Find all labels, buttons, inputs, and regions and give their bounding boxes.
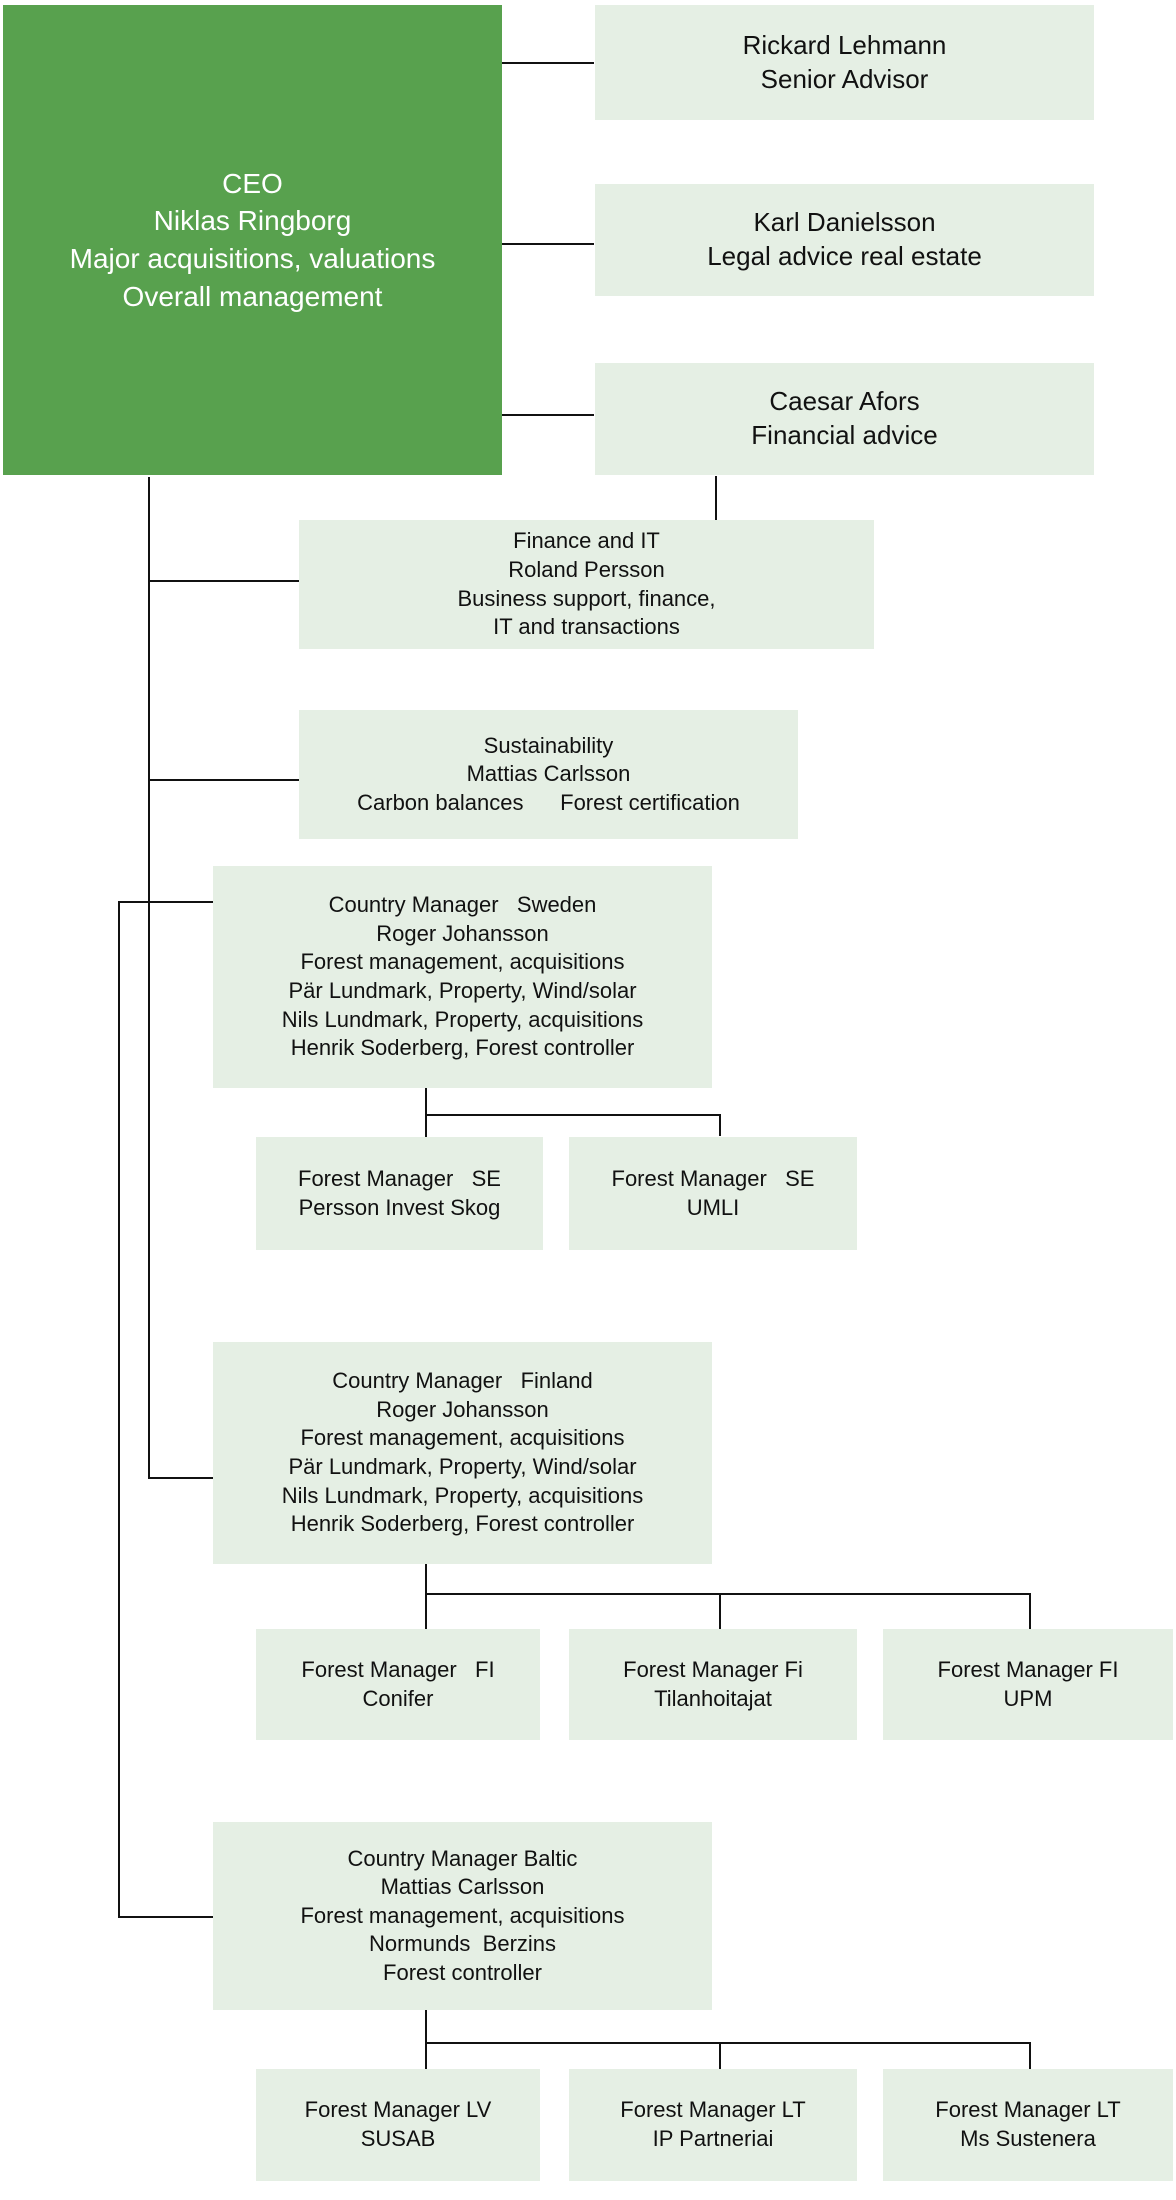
connector-line bbox=[425, 2010, 427, 2069]
department-box-finance-it: Finance and IT Roland Persson Business s… bbox=[299, 520, 874, 649]
country-manager-title: Country Manager Sweden bbox=[328, 892, 597, 918]
forest-manager-title: Forest Manager LV bbox=[304, 2097, 492, 2123]
country-manager-title: Country Manager Finland bbox=[332, 1368, 593, 1394]
ceo-role: Major acquisitions, valuations bbox=[69, 243, 436, 274]
forest-manager-title: Forest Manager LT bbox=[620, 2097, 806, 2123]
department-role: Carbon balances Forest certification bbox=[357, 789, 740, 815]
country-manager-name: Roger Johansson bbox=[376, 920, 549, 946]
advisor-role: Financial advice bbox=[751, 420, 938, 450]
advisor-box-senior: Rickard Lehmann Senior Advisor bbox=[595, 5, 1094, 120]
country-manager-sweden: Country Manager Sweden Roger Johansson F… bbox=[213, 866, 712, 1088]
forest-manager-company: SUSAB bbox=[360, 2126, 436, 2151]
connector-line bbox=[425, 1088, 427, 1137]
department-box-sustainability: Sustainability Mattias Carlsson Carbon b… bbox=[299, 710, 798, 839]
connector-line bbox=[118, 1916, 214, 1918]
department-title: Finance and IT bbox=[513, 528, 660, 554]
country-manager-baltic: Country Manager Baltic Mattias Carlsson … bbox=[213, 1822, 712, 2010]
connector-line bbox=[425, 1593, 1031, 1595]
forest-manager-title: Forest Manager LT bbox=[935, 2097, 1121, 2123]
forest-manager-box: Forest Manager LT IP Partneriai bbox=[569, 2069, 857, 2181]
connector-line bbox=[118, 901, 120, 1918]
staff-line: Normunds Berzins bbox=[368, 1931, 557, 1957]
department-head: Roland Persson bbox=[508, 556, 665, 582]
connector-line bbox=[715, 476, 717, 520]
staff-line: Forest controller bbox=[383, 1959, 542, 1985]
country-manager-finland: Country Manager Finland Roger Johansson … bbox=[213, 1342, 712, 1564]
forest-manager-company: UMLI bbox=[686, 1194, 740, 1220]
advisor-role: Legal advice real estate bbox=[707, 241, 982, 271]
country-manager-name: Roger Johansson bbox=[376, 1396, 549, 1422]
advisor-role: Senior Advisor bbox=[760, 63, 929, 94]
forest-manager-company: UPM bbox=[1003, 1685, 1053, 1711]
advisor-name: Rickard Lehmann bbox=[742, 29, 947, 60]
ceo-title: CEO bbox=[222, 167, 283, 199]
country-manager-role: Forest management, acquisitions bbox=[300, 1902, 625, 1928]
connector-line bbox=[719, 2042, 721, 2069]
ceo-name: Niklas Ringborg bbox=[153, 205, 352, 237]
forest-manager-title: Forest Manager SE bbox=[298, 1165, 501, 1191]
staff-line: Pär Lundmark, Property, Wind/solar bbox=[288, 1454, 637, 1479]
forest-manager-box: Forest Manager Fi Tilanhoitajat bbox=[569, 1629, 857, 1740]
forest-manager-title: Forest Manager Fi bbox=[623, 1656, 803, 1682]
connector-line bbox=[719, 1114, 721, 1136]
connector-line bbox=[1029, 2042, 1031, 2069]
connector-line bbox=[719, 1593, 721, 1629]
department-role: Business support, finance, bbox=[457, 585, 716, 611]
country-manager-name: Mattias Carlsson bbox=[380, 1874, 545, 1900]
forest-manager-company: Persson Invest Skog bbox=[298, 1194, 501, 1220]
department-role: IT and transactions bbox=[493, 614, 680, 640]
forest-manager-box: Forest Manager SE Persson Invest Skog bbox=[256, 1137, 543, 1250]
connector-line bbox=[118, 901, 214, 903]
forest-manager-box: Forest Manager FI Conifer bbox=[256, 1629, 540, 1740]
connector-line bbox=[148, 477, 150, 1478]
connector-line bbox=[425, 1564, 427, 1629]
country-manager-title: Country Manager Baltic bbox=[347, 1845, 578, 1871]
advisor-name: Karl Danielsson bbox=[753, 207, 936, 238]
forest-manager-title: Forest Manager SE bbox=[611, 1165, 815, 1191]
department-title: Sustainability bbox=[483, 732, 614, 758]
staff-line: Henrik Soderberg, Forest controller bbox=[290, 1035, 635, 1061]
staff-line: Nils Lundmark, Property, acquisitions bbox=[281, 1006, 644, 1032]
forest-manager-title: Forest Manager FI bbox=[937, 1656, 1119, 1682]
forest-manager-box: Forest Manager LV SUSAB bbox=[256, 2069, 540, 2181]
connector-line bbox=[148, 580, 300, 582]
connector-line bbox=[148, 1477, 214, 1479]
ceo-role: Overall management bbox=[122, 280, 383, 312]
advisor-name: Caesar Afors bbox=[769, 386, 920, 417]
forest-manager-company: IP Partneriai bbox=[652, 2126, 774, 2151]
forest-manager-box: Forest Manager FI UPM bbox=[883, 1629, 1173, 1740]
department-head: Mattias Carlsson bbox=[466, 761, 631, 787]
forest-manager-company: Tilanhoitajat bbox=[654, 1685, 772, 1711]
forest-manager-company: Ms Sustenera bbox=[960, 2126, 1096, 2151]
staff-line: Henrik Soderberg, Forest controller bbox=[290, 1511, 635, 1537]
staff-line: Nils Lundmark, Property, acquisitions bbox=[281, 1482, 644, 1508]
forest-manager-title: Forest Manager FI bbox=[301, 1656, 495, 1682]
connector-line bbox=[148, 779, 300, 781]
advisor-box-financial: Caesar Afors Financial advice bbox=[595, 363, 1094, 475]
connector-line bbox=[425, 1114, 721, 1116]
forest-manager-box: Forest Manager SE UMLI bbox=[569, 1137, 857, 1250]
forest-manager-company: Conifer bbox=[362, 1685, 434, 1711]
country-manager-role: Forest management, acquisitions bbox=[300, 949, 625, 975]
staff-line: Pär Lundmark, Property, Wind/solar bbox=[288, 978, 637, 1003]
ceo-box: CEO Niklas Ringborg Major acquisitions, … bbox=[3, 5, 502, 475]
country-manager-role: Forest management, acquisitions bbox=[300, 1425, 625, 1451]
forest-manager-box: Forest Manager LT Ms Sustenera bbox=[883, 2069, 1173, 2181]
connector-line bbox=[425, 2042, 1031, 2044]
advisor-box-legal: Karl Danielsson Legal advice real estate bbox=[595, 184, 1094, 296]
connector-line bbox=[1029, 1593, 1031, 1629]
